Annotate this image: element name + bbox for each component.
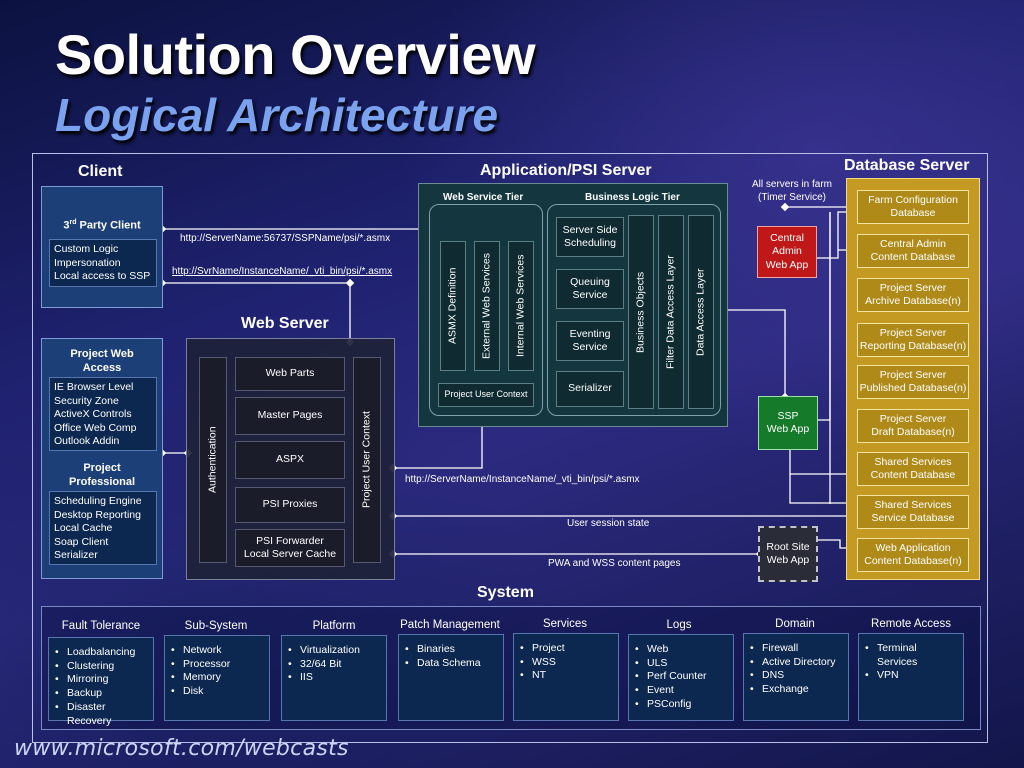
ssp-web-app: SSP Web App [758, 396, 818, 450]
ws-project-user-context: Project User Context [353, 357, 381, 563]
system-col-fault-tolerance-title: Fault Tolerance [61, 620, 141, 632]
queuing-service: Queuing Service [556, 269, 624, 309]
master-pages: Master Pages [235, 397, 345, 435]
system-box: Fault Tolerance Loadbalancing Clustering… [41, 606, 981, 730]
eventing-service: Eventing Service [556, 321, 624, 361]
business-logic-tier: Server Side Scheduling Queuing Service E… [547, 204, 721, 416]
system-col-remote-access-title: Remote Access [871, 618, 951, 630]
business-objects: Business Objects [628, 215, 654, 409]
external-web-services: External Web Services [474, 241, 500, 371]
pro-heading: Project Professional [68, 462, 136, 488]
all-servers-note: All servers in farm (Timer Service) [751, 179, 832, 203]
system-col-logs-list: Web ULS Perf Counter Event PSConfig [628, 634, 734, 721]
client-heading: Client [78, 163, 123, 180]
aspx: ASPX [235, 441, 345, 479]
web-parts: Web Parts [235, 357, 345, 391]
system-col-services-list: Project WSS NT [513, 633, 619, 721]
diagram-frame [32, 153, 988, 743]
slide-subtitle: Logical Architecture [55, 89, 499, 141]
psi-proxies: PSI Proxies [235, 487, 345, 523]
url-ssp: http://ServerName:56737/SSPName/psi/*.as… [180, 233, 391, 244]
system-col-patch-management-title: Patch Management [400, 619, 500, 631]
pwa-wss-label: PWA and WSS content pages [548, 558, 681, 569]
root-site-web-app: Root Site Web App [758, 526, 818, 582]
system-col-domain-title: Domain [775, 618, 815, 630]
serializer: Serializer [556, 371, 624, 407]
url-instance-psi-app: http://ServerName/InstanceName/_vti_bin/… [405, 474, 640, 485]
web-service-tier-label: Web Service Tier [443, 192, 524, 203]
server-side-scheduling: Server Side Scheduling [556, 217, 624, 257]
app-server-box: Web Service Tier Business Logic Tier ASM… [418, 183, 728, 427]
internal-web-services: Internal Web Services [508, 241, 534, 371]
system-col-sub-system-title: Sub-System [184, 620, 248, 632]
pwa-details: IE Browser Level Security Zone ActiveX C… [49, 377, 157, 451]
filter-data-access-layer: Filter Data Access Layer [658, 215, 684, 409]
web-server-heading: Web Server [241, 315, 329, 332]
web-service-tier: ASMX Definition External Web Services In… [429, 204, 543, 416]
project-user-context: Project User Context [438, 383, 534, 407]
psi-forwarder: PSI Forwarder Local Server Cache [235, 529, 345, 567]
pwa-pro-client-box: Project Web Access IE Browser Level Secu… [41, 338, 163, 579]
slide-title: Solution Overview [55, 23, 536, 86]
third-party-client-title: 3rd Party Client [63, 219, 141, 232]
system-col-services-title: Services [542, 618, 588, 630]
web-server-box: Authentication Web Parts Master Pages AS… [186, 338, 395, 580]
system-col-logs-title: Logs [666, 619, 692, 631]
footer-url: www.microsoft.com/webcasts [14, 736, 349, 761]
system-col-platform-list: Virtualization 32/64 Bit IIS [281, 635, 387, 721]
user-session-label: User session state [567, 518, 650, 529]
business-logic-tier-label: Business Logic Tier [585, 192, 680, 203]
system-col-platform-title: Platform [312, 620, 356, 632]
system-col-domain-list: Firewall Active Directory DNS Exchange [743, 633, 849, 721]
third-party-client-details: Custom Logic Impersonation Local access … [49, 239, 157, 287]
system-heading: System [477, 584, 534, 601]
pwa-heading: Project Web Access [70, 348, 134, 374]
system-col-fault-tolerance-list: Loadbalancing Clustering Mirroring Backu… [48, 637, 154, 727]
system-col-patch-management-list: Binaries Data Schema [398, 634, 504, 721]
asmx-definition: ASMX Definition [440, 241, 466, 371]
central-admin-web-app: Central Admin Web App [757, 226, 817, 278]
url-instance-psi: http://SvrName/InstanceName/_vti_bin/psi… [172, 266, 393, 277]
authentication-bar: Authentication [199, 357, 227, 563]
third-party-client-box: 3rd Party Client Custom Logic Impersonat… [41, 186, 163, 308]
app-server-heading: Application/PSI Server [480, 162, 652, 179]
pro-details: Scheduling Engine Desktop Reporting Loca… [49, 491, 157, 565]
system-col-sub-system-list: Network Processor Memory Disk [164, 635, 270, 721]
system-col-remote-access-list: Terminal Services VPN [858, 633, 964, 721]
data-access-layer: Data Access Layer [688, 215, 714, 409]
database-server-heading: Database Server [844, 157, 970, 174]
